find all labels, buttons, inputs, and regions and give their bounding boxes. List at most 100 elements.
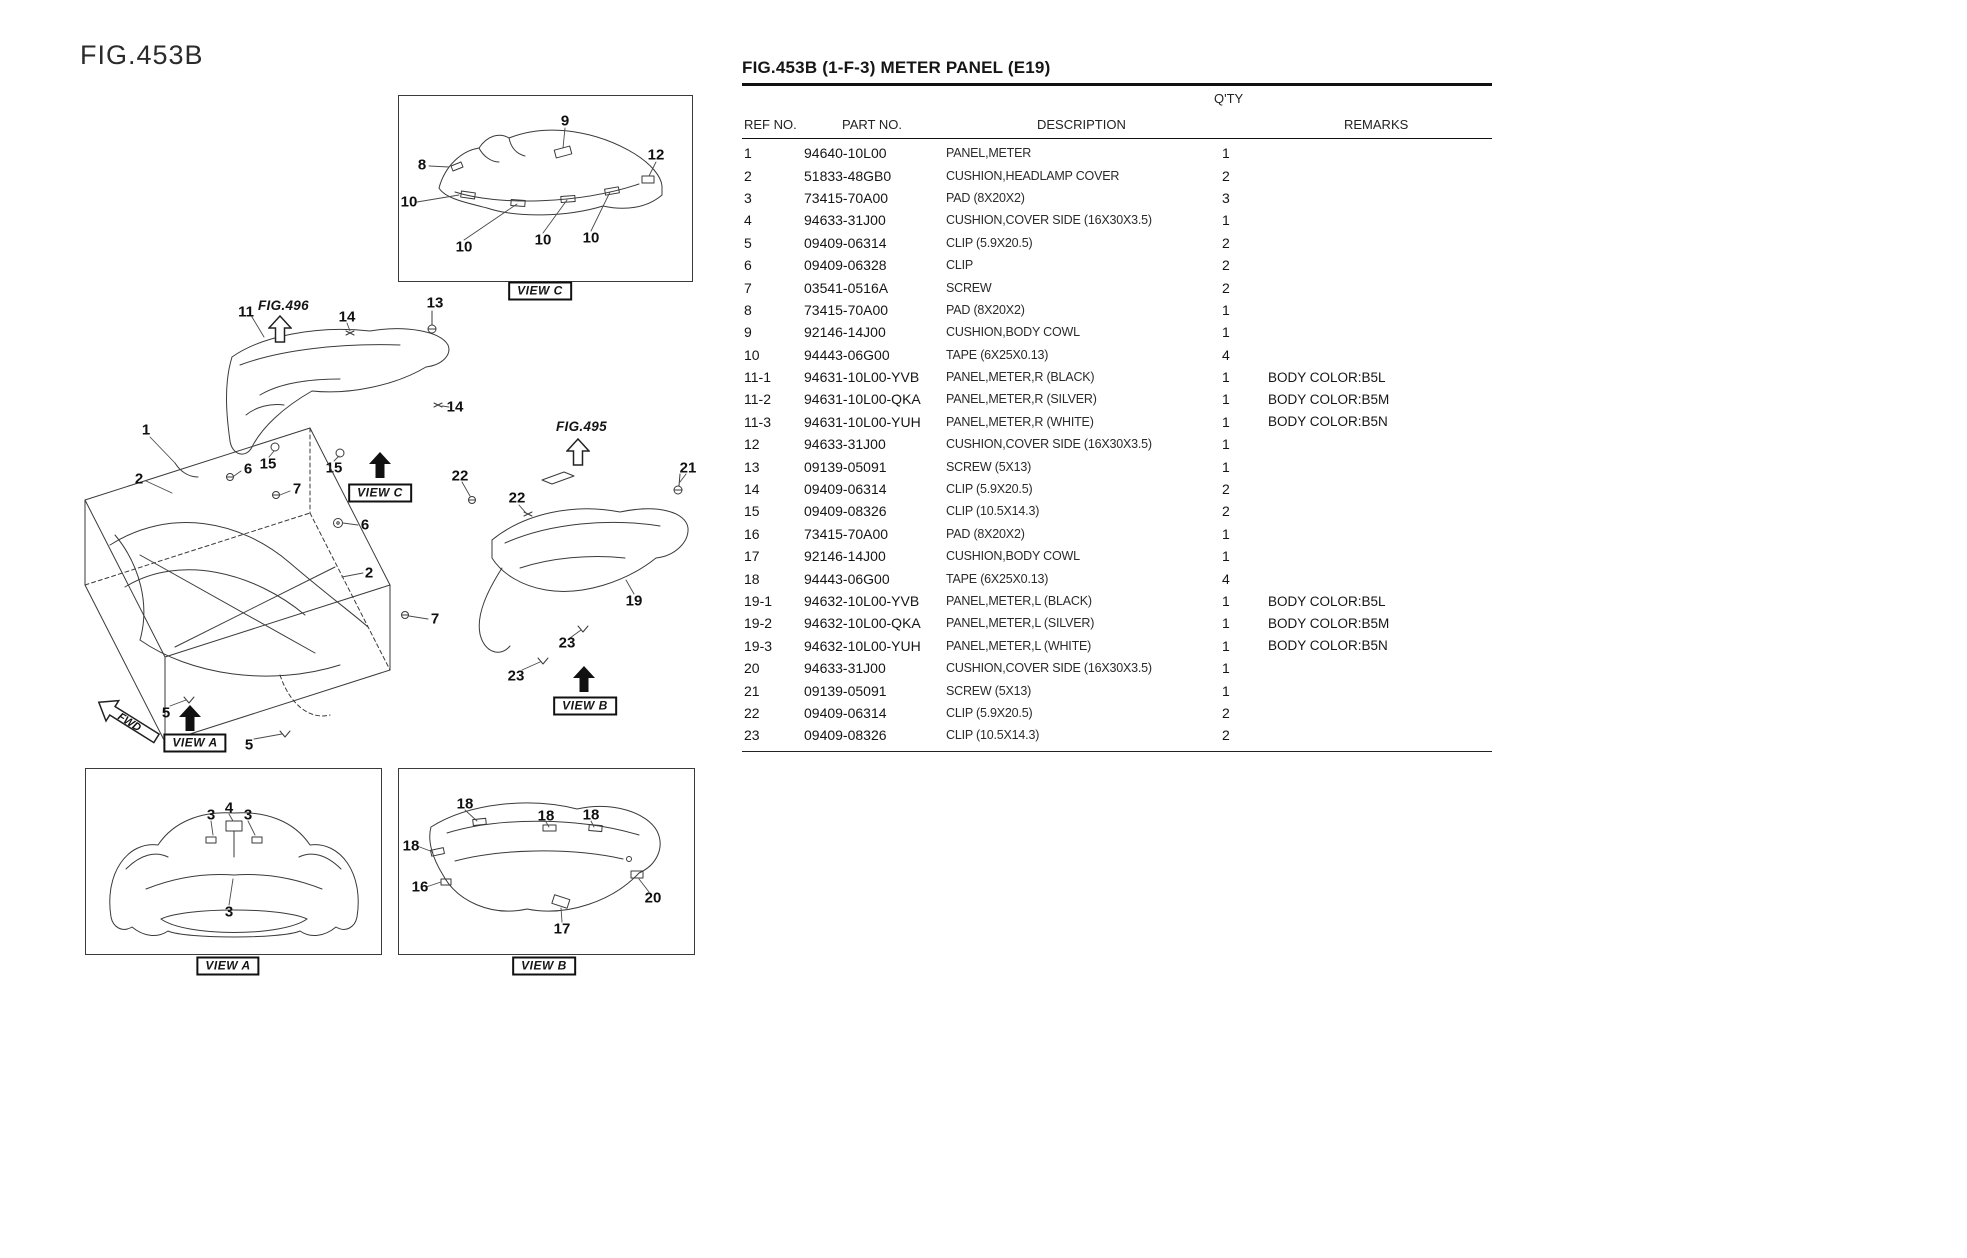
description-cell: PAD (8X20X2) — [946, 526, 1025, 541]
callout-label: 20 — [644, 889, 662, 907]
part-no-cell: 94632-10L00-QKA — [804, 615, 921, 632]
callout-label: 23 — [507, 667, 525, 685]
view-b-detail-drawing — [416, 802, 661, 923]
part-no-cell: 09139-05091 — [804, 682, 887, 699]
figure-title: FIG.453B — [80, 40, 204, 70]
callout-label: 12 — [647, 146, 665, 164]
description-cell: PANEL,METER,L (SILVER) — [946, 616, 1095, 631]
part-no-cell: 94631-10L00-YUH — [804, 413, 921, 430]
description-cell: TAPE (6X25X0.13) — [946, 347, 1049, 362]
description-cell: PANEL,METER,L (BLACK) — [946, 594, 1092, 608]
ref-cell: 4 — [744, 212, 752, 229]
ref-cell: 6 — [744, 257, 752, 274]
parts-table-header: Q'TY REF NO. PART NO. DESCRIPTION REMARK… — [742, 86, 1492, 139]
ref-cell: 14 — [744, 481, 760, 498]
remarks-cell: BODY COLOR:B5L — [1268, 369, 1386, 385]
hollow-up-arrow-icon — [566, 438, 590, 466]
description-cell: PANEL,METER,R (SILVER) — [946, 392, 1097, 407]
ref-cell: 3 — [744, 189, 752, 206]
hollow-up-arrow-icon — [268, 315, 292, 343]
part-no-cell: 94633-31J00 — [804, 436, 886, 453]
part-no-cell: 09409-08326 — [804, 727, 887, 744]
part-no-cell: 09409-06314 — [804, 234, 887, 251]
callout-label: 15 — [259, 455, 277, 473]
ref-cell: 8 — [744, 301, 752, 318]
callout-label: 18 — [537, 807, 555, 825]
up-arrow-icon — [573, 666, 595, 692]
qty-cell: 2 — [1222, 257, 1230, 274]
part-no-cell: 51833-48GB0 — [804, 167, 892, 184]
description-cell: CUSHION,HEADLAMP COVER — [946, 168, 1120, 183]
callout-label: 22 — [451, 467, 469, 485]
callout-label: 15 — [325, 459, 343, 477]
qty-cell: 2 — [1222, 167, 1230, 184]
description-cell: CLIP (5.9X20.5) — [946, 482, 1033, 497]
view-tag-c-top: VIEW C — [508, 281, 572, 301]
callout-label: 16 — [411, 878, 429, 896]
part-no-cell: 09139-05091 — [804, 458, 887, 475]
callout-label: 18 — [456, 795, 474, 813]
part-no-cell: 73415-70A00 — [804, 189, 889, 206]
view-tag-c-mid: VIEW C — [348, 483, 412, 503]
callout-label: 22 — [508, 489, 526, 507]
callout-label: 17 — [553, 920, 571, 938]
column-header-remarks: REMARKS — [1344, 117, 1409, 132]
remarks-cell: BODY COLOR:B5N — [1268, 414, 1388, 430]
view-c-detail-drawing — [416, 127, 663, 241]
description-cell: PAD (8X20X2) — [946, 190, 1025, 205]
description-cell: CUSHION,BODY COWL — [946, 325, 1080, 340]
description-cell: CUSHION,COVER SIDE (16X30X3.5) — [946, 437, 1152, 452]
ref-cell: 9 — [744, 324, 752, 341]
ref-cell: 22 — [744, 704, 760, 721]
description-cell: PANEL,METER,R (WHITE) — [946, 414, 1094, 429]
ref-cell: 1 — [744, 145, 752, 162]
description-cell: PAD (8X20X2) — [946, 302, 1025, 317]
callout-label: 23 — [558, 634, 576, 652]
qty-cell: 2 — [1222, 481, 1230, 498]
part-no-cell: 03541-0516A — [804, 279, 889, 296]
qty-cell: 1 — [1222, 324, 1230, 341]
view-tag-a-main: VIEW A — [163, 733, 227, 753]
callout-label: 10 — [534, 231, 552, 249]
callout-label: 2 — [364, 564, 374, 582]
column-header-part: PART NO. — [842, 117, 902, 132]
qty-cell: 1 — [1222, 436, 1230, 453]
qty-cell: 1 — [1222, 391, 1230, 408]
qty-cell: 4 — [1222, 346, 1230, 363]
view-a-detail-drawing — [109, 812, 359, 938]
qty-cell: 1 — [1222, 301, 1230, 318]
callout-label: 10 — [582, 229, 600, 247]
part-no-cell: 09409-06328 — [804, 257, 887, 274]
callout-label: 3 — [224, 903, 234, 921]
part-no-cell: 94632-10L00-YUH — [804, 637, 921, 654]
part-no-cell: 92146-14J00 — [804, 548, 886, 565]
panel-r-drawing — [226, 310, 450, 462]
column-header-qty: Q'TY — [1214, 91, 1244, 106]
description-cell: PANEL,METER,R (BLACK) — [946, 370, 1095, 385]
up-arrow-icon — [179, 705, 201, 731]
ref-cell: 20 — [744, 660, 760, 677]
callout-label: 7 — [430, 610, 440, 628]
ref-cell: 13 — [744, 458, 760, 475]
callout-label: 9 — [560, 112, 570, 130]
callout-label: 13 — [426, 294, 444, 312]
callout-label: 11 — [238, 303, 254, 321]
ref-cell: 21 — [744, 682, 760, 699]
remarks-cell: BODY COLOR:B5M — [1268, 615, 1390, 631]
